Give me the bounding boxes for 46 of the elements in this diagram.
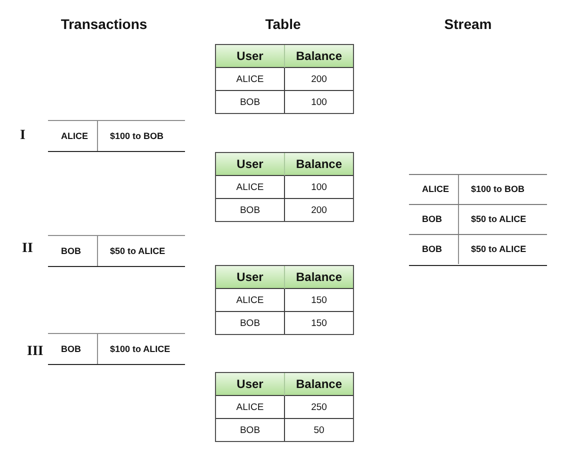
balance-value: 100 [311, 96, 327, 108]
step-numeral: III [27, 344, 44, 360]
user-name: ALICE [236, 182, 264, 192]
balance-value: 150 [311, 294, 327, 306]
step-numeral: II [22, 241, 33, 257]
balance-table [215, 265, 354, 335]
account-name: BOB [61, 344, 81, 354]
transfer-text: $50 to ALICE [110, 246, 166, 256]
transfer-text: $50 to ALICE [471, 214, 526, 225]
column-heading: Transactions [60, 16, 148, 32]
column-header: User [216, 373, 285, 396]
step-numeral: I [20, 128, 26, 144]
balance-value: 250 [311, 402, 327, 412]
column-header: Balance [285, 266, 353, 289]
user-name: ALICE [236, 74, 264, 84]
transfer-text: $100 to ALICE [110, 344, 170, 354]
user-name: BOB [240, 96, 260, 108]
column-heading: Table [265, 16, 301, 32]
account-name: BOB [61, 246, 81, 256]
transfer-text: $100 to BOB [110, 130, 164, 142]
transfer-text: $50 to ALICE [471, 244, 526, 255]
balance-table [215, 44, 354, 114]
column-header: User [216, 153, 285, 176]
user-name: BOB [240, 318, 260, 328]
account-name: ALICE [61, 130, 88, 142]
column-header: Balance [285, 153, 353, 176]
column-heading: Stream [444, 16, 492, 32]
balance-value: 200 [311, 204, 327, 216]
balance-value: 50 [314, 424, 324, 436]
user-name: ALICE [236, 294, 264, 306]
column-header: Balance [285, 45, 353, 68]
balance-table [215, 372, 354, 442]
account-name: BOB [422, 244, 442, 255]
column-header: User [216, 45, 285, 68]
user-name: BOB [240, 424, 260, 436]
account-name: ALICE [422, 184, 449, 195]
user-name: ALICE [236, 402, 264, 412]
balance-value: 150 [311, 318, 327, 328]
balance-value: 100 [311, 182, 327, 192]
user-name: BOB [240, 204, 260, 216]
balance-table [215, 152, 354, 222]
transfer-text: $100 to BOB [471, 184, 525, 195]
column-header: Balance [285, 373, 353, 396]
account-name: BOB [422, 214, 442, 225]
balance-value: 200 [311, 74, 327, 84]
column-header: User [216, 266, 285, 289]
